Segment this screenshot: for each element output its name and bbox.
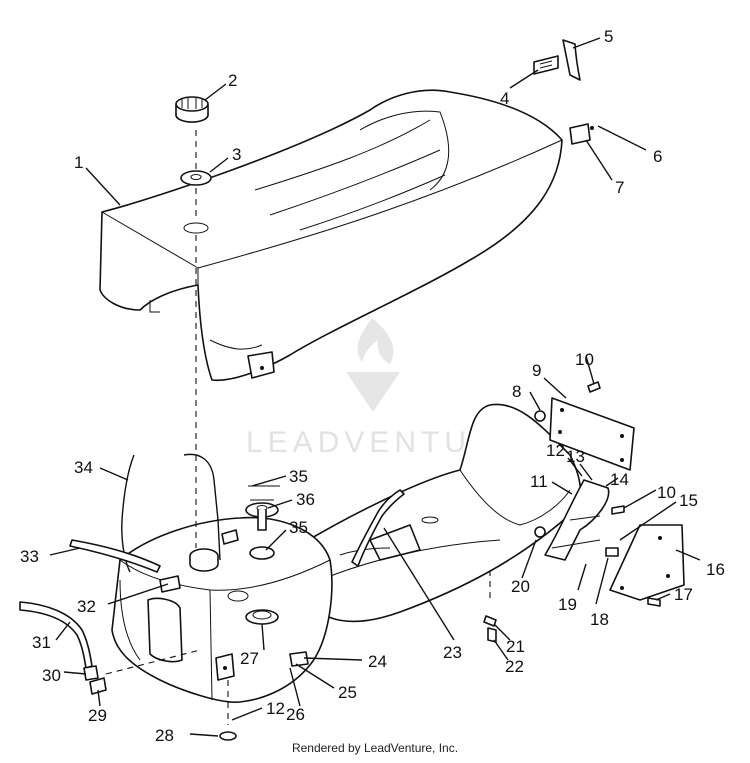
overflow-tube	[69, 539, 161, 573]
callout-8: 8	[512, 382, 521, 401]
emblem-bracket	[533, 39, 581, 81]
fuel-tank	[111, 516, 333, 703]
callout-24: 24	[368, 652, 387, 671]
frame-tunnel	[299, 403, 582, 623]
callout-16: 16	[706, 560, 725, 579]
callout-9: 9	[532, 361, 541, 380]
callout-29: 29	[88, 706, 107, 725]
support-plate	[609, 524, 685, 601]
callout-15: 15	[679, 491, 698, 510]
callout-7: 7	[615, 178, 624, 197]
callout-10a: 10	[575, 350, 594, 369]
callout-20: 20	[511, 577, 530, 596]
vent-hose-right	[183, 453, 221, 561]
callout-2: 2	[228, 71, 237, 90]
callout-25: 25	[338, 683, 357, 702]
hose-fitting	[83, 649, 201, 695]
callout-10b: 10	[657, 483, 676, 502]
callout-1: 1	[74, 153, 83, 172]
callout-14: 14	[610, 470, 629, 489]
callout-35a: 35	[289, 467, 308, 486]
callout-27: 27	[240, 649, 259, 668]
callout-33: 33	[20, 547, 39, 566]
callout-12b: 12	[266, 699, 285, 718]
callout-4: 4	[500, 89, 509, 108]
callout-36: 36	[296, 490, 315, 509]
fuel-sender	[221, 485, 280, 560]
fuel-line	[351, 489, 405, 567]
washer	[219, 731, 237, 741]
callout-5: 5	[604, 27, 613, 46]
callout-22: 22	[505, 657, 524, 676]
gasket-ring	[180, 170, 212, 186]
callout-28: 28	[155, 726, 174, 745]
callout-35b: 35	[289, 518, 308, 537]
rear-bracket	[569, 123, 594, 145]
callout-3: 3	[232, 145, 241, 164]
callout-34: 34	[74, 458, 93, 477]
bolts	[483, 381, 661, 643]
seat-cover	[99, 89, 563, 382]
callout-6: 6	[653, 147, 662, 166]
callout-31: 31	[32, 633, 51, 652]
callout-13: 13	[566, 447, 585, 466]
mount-bracket	[534, 397, 635, 471]
callout-30: 30	[42, 666, 61, 685]
callout-26: 26	[286, 705, 305, 724]
callout-21: 21	[506, 637, 525, 656]
callout-17: 17	[674, 585, 693, 604]
callout-19: 19	[558, 595, 577, 614]
gas-cap	[175, 96, 209, 123]
callout-18: 18	[590, 610, 609, 629]
callout-12a: 12	[546, 441, 565, 460]
side-bracket	[534, 479, 610, 561]
callouts: 1 2 3 4 5 6 7 8 9 10 10 11 12 12 13 14 1…	[20, 27, 725, 745]
callout-32: 32	[77, 597, 96, 616]
callout-11: 11	[530, 472, 548, 491]
footer-credit: Rendered by LeadVenture, Inc.	[291, 741, 459, 755]
leader-lines	[49, 37, 701, 737]
callout-23: 23	[443, 643, 462, 662]
